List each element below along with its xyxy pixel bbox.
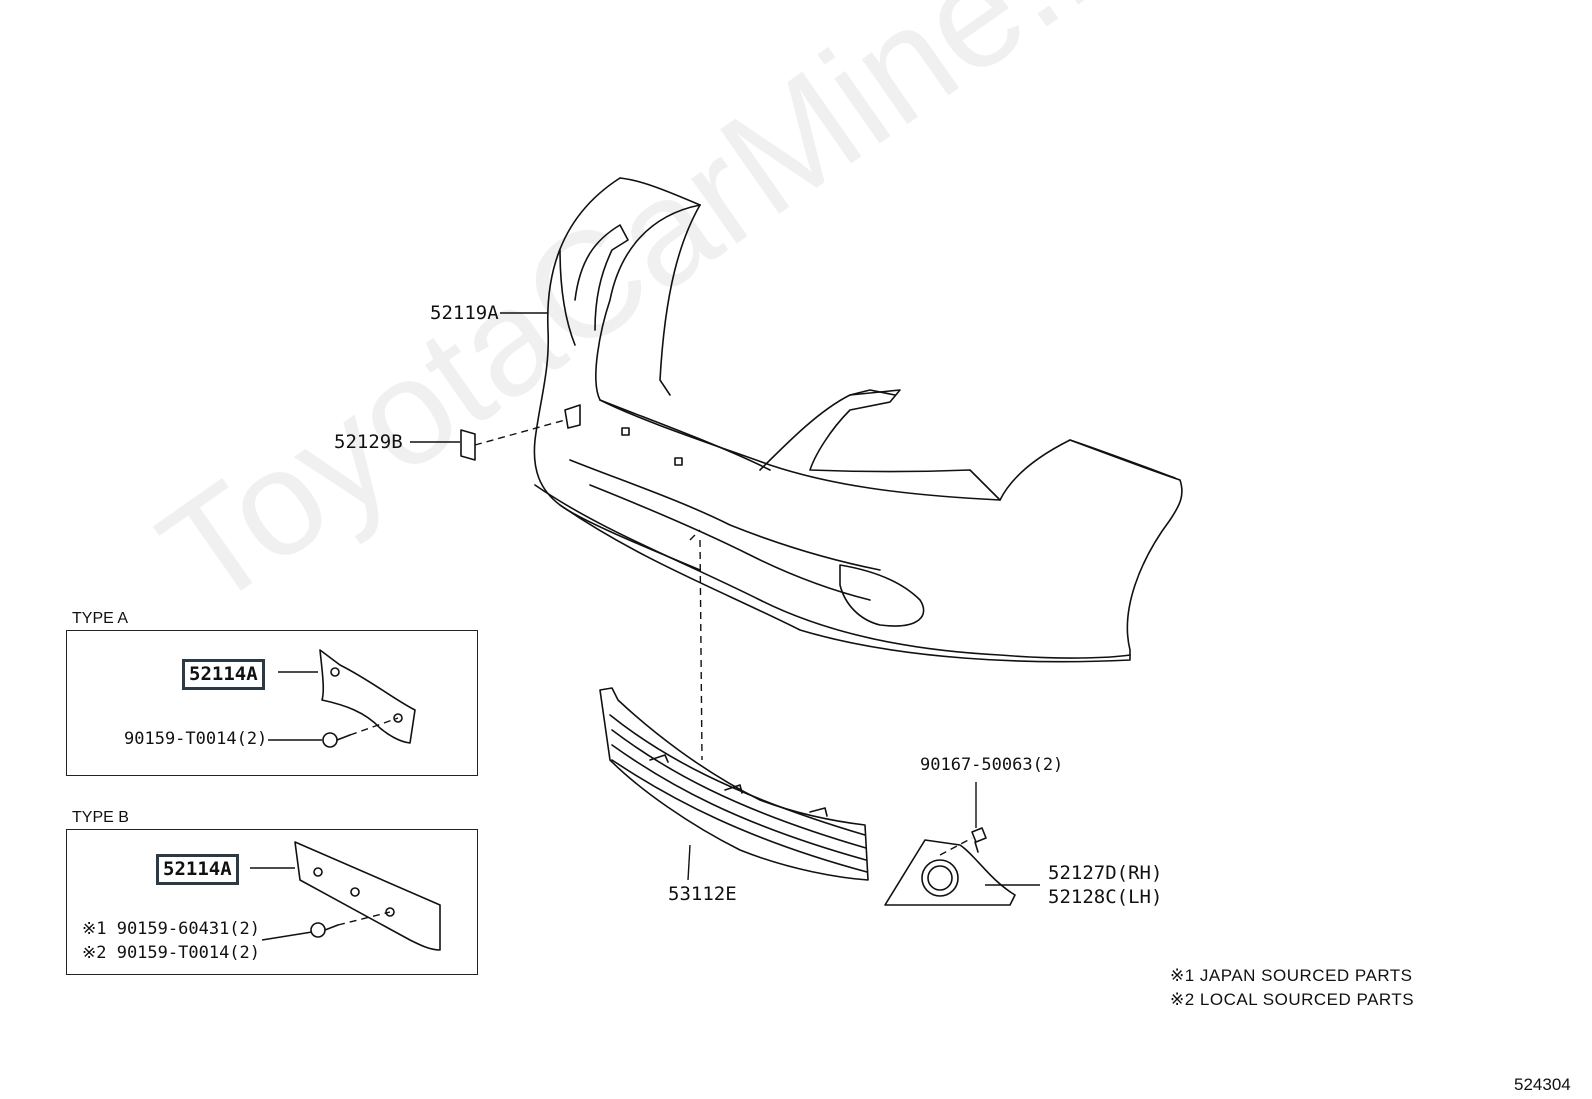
type-a-title: TYPE A <box>72 610 129 627</box>
type-b-title: TYPE B <box>72 809 129 826</box>
note-local-sourced: ※2 LOCAL SOURCED PARTS <box>1170 990 1415 1009</box>
label-grille[interactable]: 53112E <box>668 883 737 905</box>
type-a-screw-label[interactable]: 90159-T0014(2) <box>124 729 268 749</box>
type-b-panel <box>66 829 478 975</box>
type-a-bracket-label[interactable]: 52114A <box>182 659 265 690</box>
type-a-bracket-outline <box>319 649 416 744</box>
diagram-id: 524304 <box>1514 1075 1571 1094</box>
label-bumper-cover[interactable]: 52119A <box>430 302 499 324</box>
bumper-cover-outline <box>533 177 1183 663</box>
note-japan-sourced: ※1 JAPAN SOURCED PARTS <box>1170 966 1413 985</box>
type-b-bracket-label[interactable]: 52114A <box>156 854 239 885</box>
label-cap[interactable]: 52129B <box>334 431 403 453</box>
label-fog-cover-lh[interactable]: 52128C(LH) <box>1048 886 1163 908</box>
type-b-screw-local-label[interactable]: ※2 90159-T0014(2) <box>82 943 261 963</box>
label-fog-screw[interactable]: 90167-50063(2) <box>920 755 1064 775</box>
grille-outline <box>599 687 869 881</box>
type-a-panel <box>66 630 478 776</box>
fog-cover-outline <box>884 839 1016 906</box>
type-b-bracket-outline <box>294 841 441 951</box>
label-fog-cover-rh[interactable]: 52127D(RH) <box>1048 862 1163 884</box>
type-b-screw-japan-label[interactable]: ※1 90159-60431(2) <box>82 919 261 939</box>
